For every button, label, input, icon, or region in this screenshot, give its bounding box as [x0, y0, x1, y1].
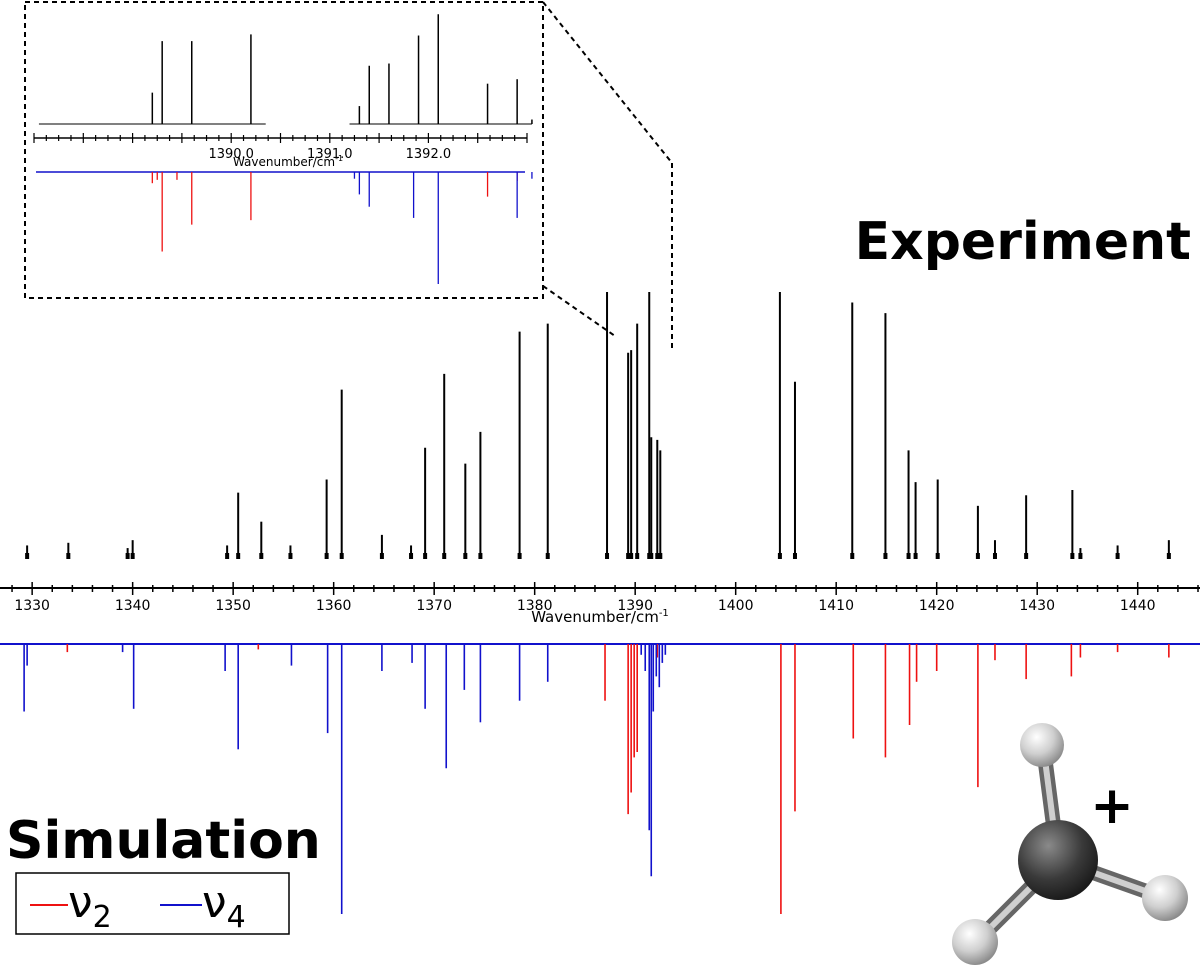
experiment-peak-base: [379, 553, 384, 559]
methyl-cation-molecule: +: [952, 723, 1188, 965]
experiment-peak-base: [130, 553, 135, 559]
zoom-connector-right: [542, 1, 673, 164]
x-tick-label: 1410: [818, 598, 854, 614]
experiment-peak-base: [324, 553, 329, 559]
experiment-peak-base: [1115, 553, 1120, 559]
experiment-peak-base: [463, 553, 468, 559]
inset-simulation-peaks: [36, 171, 533, 284]
experiment-peak-base: [850, 553, 855, 559]
experiment-peak-base: [1024, 553, 1029, 559]
x-tick-label: 1430: [1019, 598, 1055, 614]
simulation-label: Simulation: [6, 811, 321, 871]
experiment-peak-base: [777, 553, 782, 559]
experiment-peak-base: [649, 553, 654, 559]
experiment-peak-base: [545, 553, 550, 559]
legend-box: [15, 872, 290, 935]
inset-tick-label: 1392.0: [406, 147, 452, 162]
experiment-peak-base: [992, 553, 997, 559]
x-tick-label: 1420: [919, 598, 955, 614]
experiment-peak-base: [635, 553, 640, 559]
experiment-peak-base: [125, 553, 130, 559]
experiment-peak-base: [975, 553, 980, 559]
inset-experiment-peaks: [38, 14, 533, 125]
experiment-peak-base: [906, 553, 911, 559]
experiment-peak-base: [517, 553, 522, 559]
experiment-peak-base: [409, 553, 414, 559]
experiment-peak-base: [236, 553, 241, 559]
inset-tick-label: 1391.0: [307, 147, 353, 162]
experiment-peak-base: [423, 553, 428, 559]
hydrogen-atom-left: [952, 919, 998, 965]
x-tick-label: 1380: [517, 598, 553, 614]
x-tick-label: 1350: [215, 598, 251, 614]
experiment-peak-base: [792, 553, 797, 559]
x-tick-label: 1360: [316, 598, 352, 614]
inset-tick-label: 1390.0: [208, 147, 254, 162]
charge-label: +: [1090, 776, 1134, 836]
zoom-connector-left: [542, 285, 616, 337]
inset-x-axis: 1390.0 1391.0 1392.0 Wavenumber/cm-1: [33, 133, 528, 169]
experiment-peak-base: [647, 553, 652, 559]
experiment-peaks: [22, 292, 1173, 559]
experiment-peak-base: [66, 553, 71, 559]
experiment-peak-base: [225, 553, 230, 559]
experiment-peak-base: [478, 553, 483, 559]
experiment-label: Experiment: [855, 212, 1191, 272]
hydrogen-atom-right: [1142, 875, 1188, 921]
x-tick-label: 1330: [14, 598, 50, 614]
legend-v2-label: ν2: [68, 877, 112, 935]
x-tick-label: 1400: [718, 598, 754, 614]
experiment-peak-base: [629, 553, 634, 559]
inset-x-axis-label: Wavenumber/cm-1: [233, 154, 343, 169]
experiment-peak-base: [658, 553, 663, 559]
experiment-peak-base: [25, 553, 30, 559]
simulation-peaks: [0, 643, 1200, 914]
inset-zoom: 1390.0 1391.0 1392.0 Wavenumber/cm-1: [24, 1, 673, 350]
experiment-peak-base: [1070, 553, 1075, 559]
experiment-peak-base: [883, 553, 888, 559]
experiment-peak-base: [288, 553, 293, 559]
main-x-axis: 1330 1340 1350 1360 1370 1380 1390 1400 1410 1420…: [0, 582, 1200, 626]
x-tick-label: 1370: [416, 598, 452, 614]
inset-frame: [24, 1, 544, 299]
experiment-peak-base: [339, 553, 344, 559]
x-tick-label: 1390: [617, 598, 653, 614]
carbon-atom: [1018, 820, 1098, 900]
experiment-peak-base: [626, 553, 631, 559]
experiment-peak-base: [259, 553, 264, 559]
experiment-peak-base: [913, 553, 918, 559]
legend: ν2 ν4: [15, 872, 290, 935]
x-tick-label: 1440: [1120, 598, 1156, 614]
experiment-peak-base: [605, 553, 610, 559]
legend-v4-label: ν4: [202, 877, 246, 935]
hydrogen-atom-top: [1020, 723, 1064, 767]
x-tick-label: 1340: [115, 598, 151, 614]
x-axis-label: Wavenumber/cm-1: [531, 608, 669, 626]
experiment-peak-base: [442, 553, 447, 559]
experiment-peak-base: [1166, 553, 1171, 559]
experiment-peak-base: [1078, 553, 1083, 559]
experiment-peak-base: [935, 553, 940, 559]
experiment-peak-base: [655, 553, 660, 559]
